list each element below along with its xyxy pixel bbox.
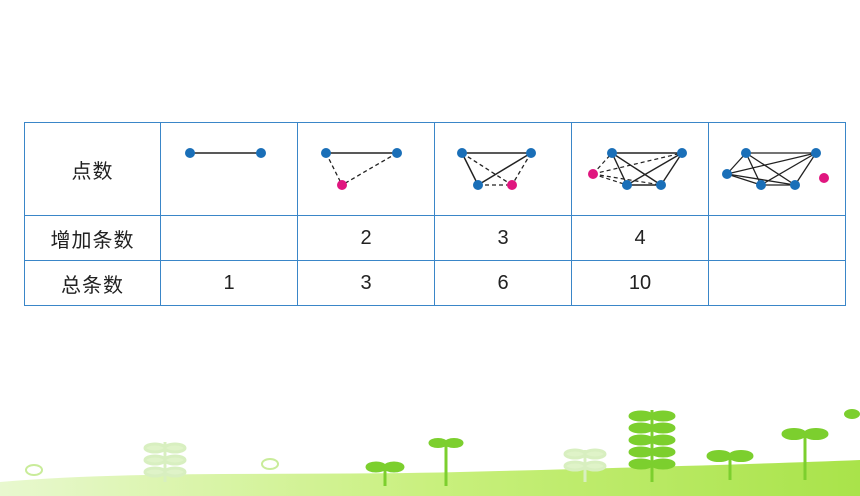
point-dot [607, 148, 617, 158]
five-point-figure [588, 148, 687, 190]
total-edges-label: 总条数 [24, 260, 161, 306]
three-point-figure [321, 148, 402, 190]
added-edges-row: 增加条数 2 3 4 [24, 215, 846, 261]
total-cell: 6 [434, 260, 572, 306]
total-edges-row: 总条数 1 3 6 10 [24, 260, 846, 306]
two-point-figure [185, 148, 266, 158]
point-dot [741, 148, 751, 158]
point-dot [392, 148, 402, 158]
seedling-icon [706, 450, 754, 480]
seedling-icon [428, 438, 464, 486]
point-dot [256, 148, 266, 158]
new-point-dot [507, 180, 517, 190]
point-dot [622, 180, 632, 190]
four-point-figure [457, 148, 536, 190]
bubble-icon [261, 458, 279, 470]
point-dot [526, 148, 536, 158]
diagram-6-points [708, 122, 846, 216]
total-cell: 10 [571, 260, 709, 306]
six-point-figure [722, 148, 829, 190]
point-dot [722, 169, 732, 179]
sprout-icon [563, 448, 607, 482]
point-dot [473, 180, 483, 190]
point-dot [185, 148, 195, 158]
total-cell: 3 [297, 260, 435, 306]
fern-icon [628, 410, 676, 482]
point-dot [811, 148, 821, 158]
added-cell: 2 [297, 215, 435, 261]
points-lines-table: 点数 [24, 122, 846, 306]
added-cell: 4 [571, 215, 709, 261]
points-label: 点数 [24, 122, 161, 216]
point-dot [321, 148, 331, 158]
added-cell [160, 215, 298, 261]
point-dot [756, 180, 766, 190]
grass-footer-decoration [0, 409, 860, 496]
total-cell [708, 260, 846, 306]
new-point-dot [337, 180, 347, 190]
total-cell: 1 [160, 260, 298, 306]
point-dot [457, 148, 467, 158]
diagram-4-points [434, 122, 572, 216]
seedling-icon [781, 428, 829, 480]
diagram-2-points [160, 122, 298, 216]
leaf-icon [844, 409, 860, 419]
added-cell: 3 [434, 215, 572, 261]
point-dot [790, 180, 800, 190]
new-edge-line [325, 152, 343, 186]
sprout-icon [143, 442, 187, 482]
seedling-icon [365, 461, 405, 486]
diagram-3-points [297, 122, 435, 216]
new-point-dot [819, 173, 829, 183]
diagram-5-points [571, 122, 709, 216]
point-dot [656, 180, 666, 190]
point-dot [677, 148, 687, 158]
bubble-icon [25, 464, 43, 476]
added-edges-label: 增加条数 [24, 215, 161, 261]
new-point-dot [588, 169, 598, 179]
added-cell [708, 215, 846, 261]
points-row: 点数 [24, 122, 846, 216]
new-edge-line [341, 152, 398, 186]
